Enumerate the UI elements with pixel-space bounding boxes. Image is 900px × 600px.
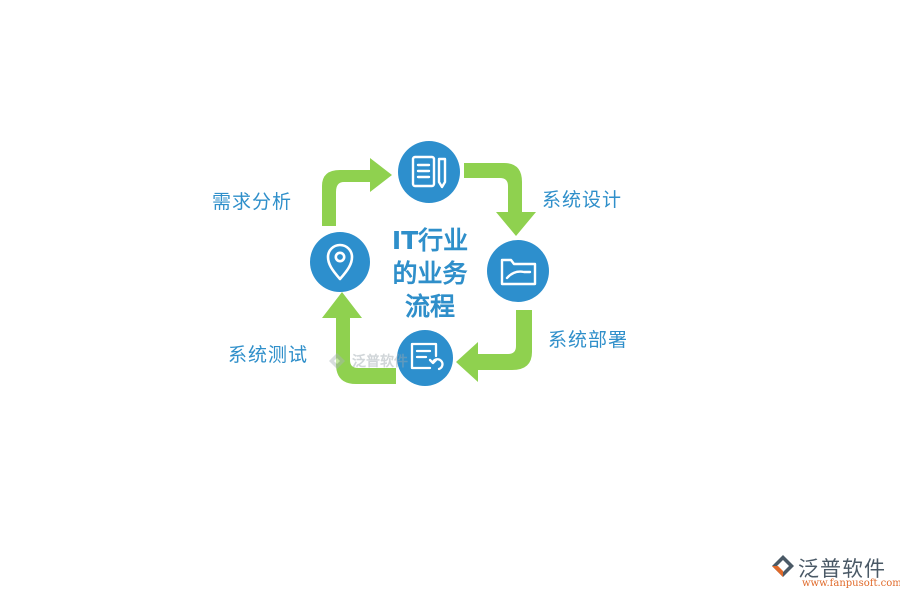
document-pencil-icon — [411, 155, 447, 189]
arrow-design-to-deploy — [464, 163, 536, 236]
label-requirements: 需求分析 — [212, 191, 293, 213]
node-test — [397, 330, 453, 386]
center-title-line-1: IT行业 — [391, 226, 469, 255]
watermark: 泛普软件 — [326, 350, 408, 372]
center-title-line-3: 流程 — [404, 292, 455, 321]
arrow-test-to-requirements — [322, 292, 396, 384]
arrow-deploy-to-test — [456, 310, 532, 382]
node-requirements — [310, 232, 370, 292]
label-design: 系统设计 — [542, 189, 623, 211]
label-test: 系统测试 — [228, 344, 309, 366]
document-refresh-icon — [410, 342, 444, 371]
folder-icon — [500, 258, 537, 286]
arrow-requirements-to-design — [322, 158, 392, 226]
location-pin-icon — [326, 243, 354, 281]
brand-url: www.fanpusoft.com — [802, 578, 900, 589]
label-deploy: 系统部署 — [548, 329, 629, 351]
brand-logo: 泛普软件 www.fanpusoft.com — [770, 553, 900, 593]
node-deploy — [487, 240, 549, 302]
brand-mark-icon — [772, 555, 794, 577]
watermark-text: 泛普软件 — [352, 354, 408, 370]
center-title: IT行业 的业务 流程 — [380, 224, 480, 323]
watermark-logo-icon — [329, 353, 345, 369]
center-title-line-2: 的业务 — [392, 259, 468, 288]
arrows — [322, 158, 536, 384]
node-design — [398, 141, 460, 203]
brand-name: 泛普软件 — [798, 557, 886, 581]
